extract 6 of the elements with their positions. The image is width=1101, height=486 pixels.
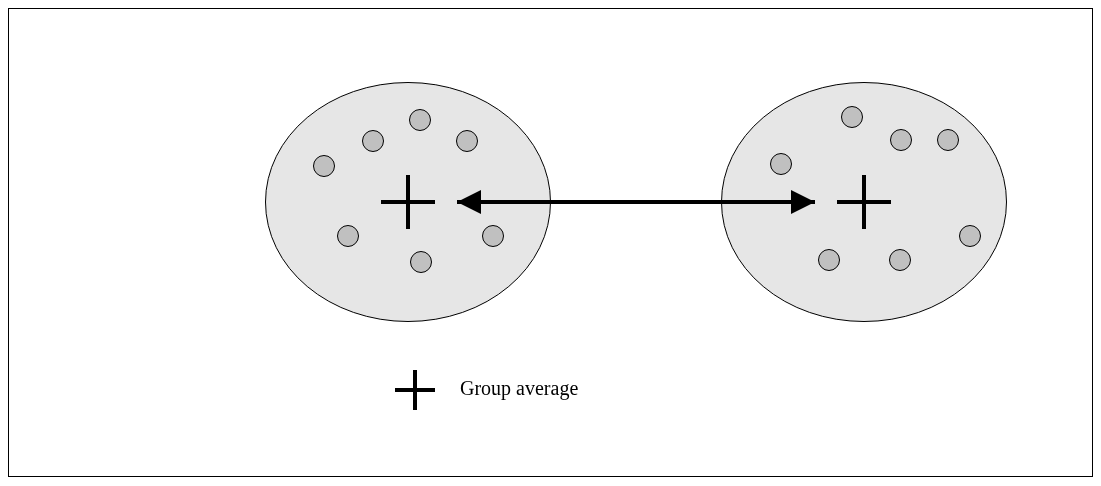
plus-marker xyxy=(381,175,435,229)
double-arrow xyxy=(457,190,815,214)
legend-label: Group average xyxy=(460,377,579,400)
plus-marker xyxy=(837,175,891,229)
cluster-ellipse xyxy=(721,82,1007,322)
cluster-ellipse xyxy=(265,82,551,322)
